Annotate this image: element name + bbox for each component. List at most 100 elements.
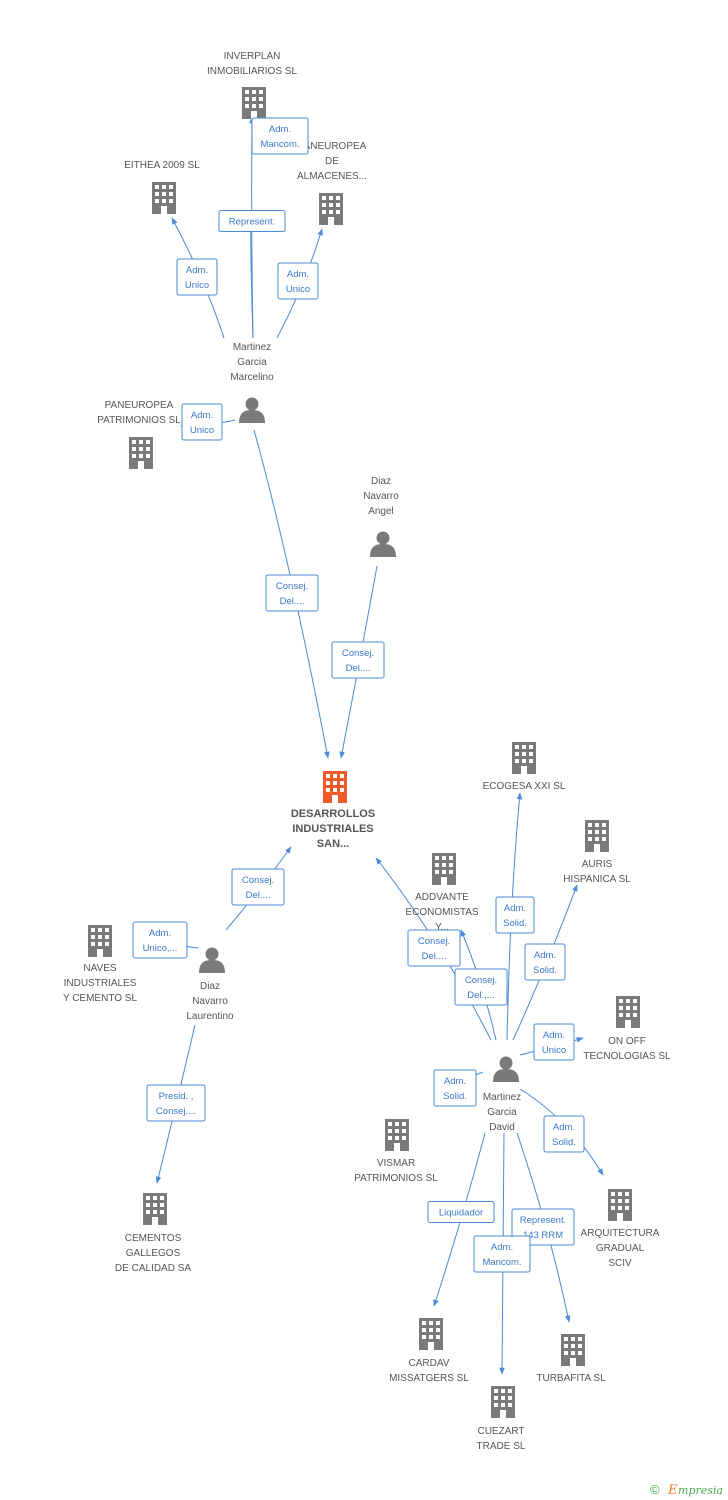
building-icon[interactable] [385,1119,409,1151]
node-naves[interactable]: NAVES INDUSTRIALES Y CEMENTO SL [63,925,138,1004]
node-cuezart[interactable]: CUEZART TRADE SL [477,1386,526,1452]
node-label[interactable]: ECOGESA XXI SL [483,781,566,792]
node-label[interactable]: Garcia [487,1107,517,1118]
building-icon[interactable] [608,1189,632,1221]
relation-label[interactable]: Represent. [218,210,286,232]
node-label[interactable]: HISPANICA SL [563,874,631,885]
node-label[interactable]: PATRIMONIOS SL [354,1173,438,1184]
relation-label-box[interactable] [218,210,286,232]
building-icon[interactable] [143,1193,167,1225]
building-icon[interactable] [512,742,536,774]
node-label[interactable]: ARQUITECTURA [581,1228,660,1239]
relation-label-box[interactable] [454,968,508,1006]
relation-label-box[interactable] [231,868,285,906]
relation-label[interactable]: Adm.Mancom. [251,117,309,155]
node-label[interactable]: DE CALIDAD SA [115,1263,191,1274]
person-icon[interactable] [493,1056,519,1083]
node-arquitectura[interactable]: ARQUITECTURA GRADUAL SCIV [581,1189,660,1269]
building-icon[interactable] [561,1334,585,1366]
building-icon[interactable] [323,771,347,803]
node-label[interactable]: MISSATGERS SL [389,1373,469,1384]
node-label[interactable]: NAVES [83,963,116,974]
node-label[interactable]: TECNOLOGIAS SL [583,1051,671,1062]
node-label[interactable]: Navarro [363,491,399,502]
node-label[interactable]: VISMAR [377,1158,415,1169]
node-label[interactable]: Garcia [237,357,267,368]
node-ecogesa[interactable]: ECOGESA XXI SL [483,742,566,792]
person-icon[interactable] [370,531,396,558]
relation-label[interactable]: Adm.Solid. [524,943,566,981]
relation-label[interactable]: Adm.Solid. [495,896,535,934]
node-onoff[interactable]: ON OFF TECNOLOGIAS SL [583,996,671,1062]
node-label[interactable]: GRADUAL [596,1243,645,1254]
building-icon[interactable] [419,1318,443,1350]
relation-label[interactable]: Consej.Del.... [231,868,285,906]
node-label[interactable]: ALMACENES... [297,171,367,182]
node-label[interactable]: Navarro [192,996,228,1007]
building-icon[interactable] [152,182,176,214]
node-label[interactable]: INDUSTRIALES [64,978,137,989]
relation-label[interactable]: Adm.Unico,... [132,921,188,959]
relation-label[interactable]: Consej.Del.... [407,929,461,967]
relation-label-box[interactable] [331,641,385,679]
relation-label[interactable]: Adm.Solid. [433,1069,477,1107]
relation-label[interactable]: Consej.Del.... [265,574,319,612]
relation-label[interactable]: Liquidador [427,1201,495,1223]
relation-label-box[interactable] [265,574,319,612]
node-label[interactable]: ADDVANTE [415,892,469,903]
relation-label-box[interactable] [146,1084,206,1122]
building-icon[interactable] [585,820,609,852]
building-icon[interactable] [242,87,266,119]
node-label[interactable]: TURBAFITA SL [536,1373,606,1384]
node-label[interactable]: CUEZART [477,1426,524,1437]
relation-label-box[interactable] [524,943,566,981]
node-label[interactable]: SAN... [317,838,349,850]
relation-label[interactable]: Consej.Del.... [331,641,385,679]
node-label[interactable]: SCIV [608,1258,632,1269]
node-label[interactable]: PANEUROPEA [298,141,367,152]
relation-label-box[interactable] [277,262,319,300]
node-eithea[interactable]: EITHEA 2009 SL [124,160,200,214]
node-label[interactable]: Martinez [233,342,271,353]
node-label[interactable]: TRADE SL [477,1441,526,1452]
relation-label[interactable]: Adm.Unico [533,1023,575,1061]
person-icon[interactable] [239,397,265,424]
relation-label-box[interactable] [176,258,218,296]
node-label[interactable]: Y CEMENTO SL [63,993,138,1004]
relation-label[interactable]: Adm.Unico [277,262,319,300]
node-label[interactable]: AURIS [582,859,613,870]
node-label[interactable]: Diaz [371,476,391,487]
building-icon[interactable] [432,853,456,885]
relation-label-box[interactable] [495,896,535,934]
node-label[interactable]: GALLEGOS [126,1248,181,1259]
node-cardav[interactable]: CARDAV MISSATGERS SL [389,1318,469,1384]
node-addvante[interactable]: ADDVANTEECONOMISTASY... [405,853,479,933]
relation-label-box[interactable] [181,403,223,441]
node-label[interactable]: Diaz [200,981,220,992]
building-icon[interactable] [88,925,112,957]
node-vismar[interactable]: VISMAR PATRIMONIOS SL [354,1119,438,1184]
node-label[interactable]: PANEUROPEA [105,400,174,411]
node-label[interactable]: INDUSTRIALES [292,823,373,835]
node-label[interactable]: CARDAV [409,1358,450,1369]
node-label[interactable]: DE [325,156,339,167]
node-label[interactable]: INVERPLAN [224,51,281,62]
node-label[interactable]: Y... [435,922,449,933]
building-icon[interactable] [616,996,640,1028]
node-label[interactable]: Laurentino [186,1011,234,1022]
node-label[interactable]: David [489,1122,515,1133]
relation-label[interactable]: Consej.Del.,... [454,968,508,1006]
relation-label-box[interactable] [433,1069,477,1107]
node-main[interactable]: DESARROLLOSINDUSTRIALESSAN... [291,771,375,850]
relation-label-box[interactable] [533,1023,575,1061]
relation-label[interactable]: Adm.Unico [181,403,223,441]
relation-label-box[interactable] [427,1201,495,1223]
node-label[interactable]: ON OFF [608,1036,646,1047]
node-paneuropea_alm[interactable]: PANEUROPEA DE ALMACENES... [297,141,367,225]
building-icon[interactable] [491,1386,515,1418]
